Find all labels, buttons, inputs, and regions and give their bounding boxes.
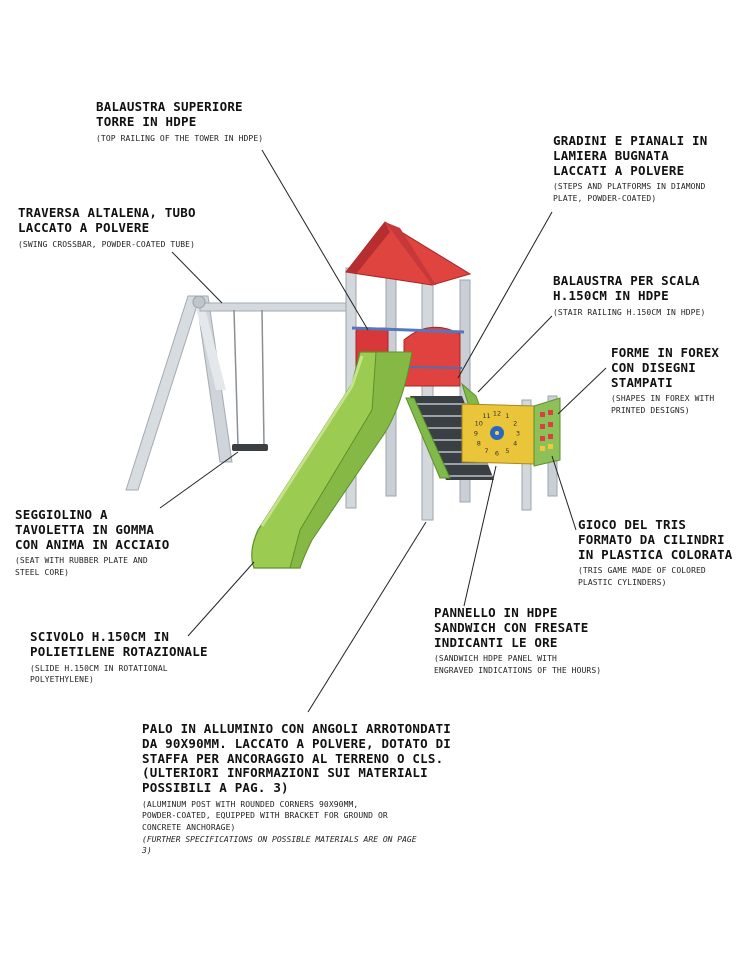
clock-number: 3 [516, 430, 520, 438]
label-post-it: PALO IN ALLUMINIO CON ANGOLI ARROTONDATI… [142, 721, 452, 795]
clock-number: 12 [493, 410, 501, 418]
label-top-railing-en: (TOP RAILING OF THE TOWER IN HDPE) [96, 133, 264, 143]
clock-number: 11 [482, 412, 490, 420]
label-steps-it: GRADINI E PIANALI IN LAMIERA BUGNATA LAC… [553, 133, 708, 178]
label-panel: PANNELLO IN HDPE SANDWICH CON FRESATE IN… [434, 605, 602, 676]
swing-crossbar [199, 302, 353, 312]
label-panel-en: (SANDWICH HDPE PANEL WITH ENGRAVED INDIC… [434, 654, 602, 675]
label-slide-it: SCIVOLO H.150CM IN POLIETILENE ROTAZIONA… [30, 629, 208, 659]
clock-number: 8 [477, 440, 481, 448]
tris-panel [533, 397, 561, 467]
label-forex-en: (SHAPES IN FOREX WITH PRINTED DESIGNS) [611, 394, 715, 415]
label-steps-en: (STEPS AND PLATFORMS IN DIAMOND PLATE, P… [553, 182, 706, 203]
label-crossbar-en: (SWING CROSSBAR, POWDER-COATED TUBE) [18, 239, 195, 249]
clock-number: 6 [495, 449, 499, 457]
label-crossbar: TRAVERSA ALTALENA, TUBO LACCATO A POLVER… [18, 205, 196, 250]
label-top-railing: BALAUSTRA SUPERIORE TORRE IN HDPE (TOP R… [96, 99, 264, 144]
clock-number: 9 [474, 430, 478, 438]
clock-number: 2 [513, 420, 517, 428]
tower-roof [345, 221, 472, 286]
label-slide-en: (SLIDE H.150CM IN ROTATIONAL POLYETHYLEN… [30, 663, 168, 685]
label-seat-it: SEGGIOLINO A TAVOLETTA IN GOMMA CON ANIM… [15, 507, 170, 552]
label-tris-en: (TRIS GAME MADE OF COLORED PLASTIC CYLIN… [578, 566, 706, 587]
label-forex: FORME IN FOREX CON DISEGNI STAMPATI (SHA… [611, 345, 720, 416]
label-slide: SCIVOLO H.150CM IN POLIETILENE ROTAZIONA… [30, 629, 208, 686]
clock-number: 5 [505, 447, 509, 455]
label-post-en: (ALUMINUM POST WITH ROUNDED CORNERS 90X9… [142, 799, 388, 832]
label-post: PALO IN ALLUMINIO CON ANGOLI ARROTONDATI… [142, 721, 452, 857]
label-steps: GRADINI E PIANALI IN LAMIERA BUGNATA LAC… [553, 133, 708, 204]
swing-seat [232, 309, 268, 451]
slide [251, 351, 413, 569]
leader-lines [159, 149, 607, 713]
label-forex-it: FORME IN FOREX CON DISEGNI STAMPATI [611, 345, 720, 390]
label-top-railing-it: BALAUSTRA SUPERIORE TORRE IN HDPE [96, 99, 243, 129]
clock-number: 1 [505, 412, 509, 420]
label-tris: GIOCO DEL TRIS FORMATO DA CILINDRI IN PL… [578, 517, 733, 588]
label-post-en2: (FURTHER SPECIFICATIONS ON POSSIBLE MATE… [142, 834, 417, 856]
label-stair-railing-it: BALAUSTRA PER SCALA H.150CM IN HDPE [553, 273, 700, 303]
label-panel-it: PANNELLO IN HDPE SANDWICH CON FRESATE IN… [434, 605, 589, 650]
label-seat: SEGGIOLINO A TAVOLETTA IN GOMMA CON ANIM… [15, 507, 170, 578]
label-tris-it: GIOCO DEL TRIS FORMATO DA CILINDRI IN PL… [578, 517, 733, 562]
clock-number: 10 [475, 420, 483, 428]
clock-number: 4 [513, 440, 517, 448]
label-stair-railing: BALAUSTRA PER SCALA H.150CM IN HDPE (STA… [553, 273, 706, 318]
label-seat-en: (SEAT WITH RUBBER PLATE AND STEEL CORE) [15, 556, 148, 577]
swing-frame [125, 295, 353, 491]
clock-number: 7 [484, 447, 488, 455]
label-crossbar-it: TRAVERSA ALTALENA, TUBO LACCATO A POLVER… [18, 205, 196, 235]
label-stair-railing-en: (STAIR RAILING H.150CM IN HDPE) [553, 307, 706, 317]
